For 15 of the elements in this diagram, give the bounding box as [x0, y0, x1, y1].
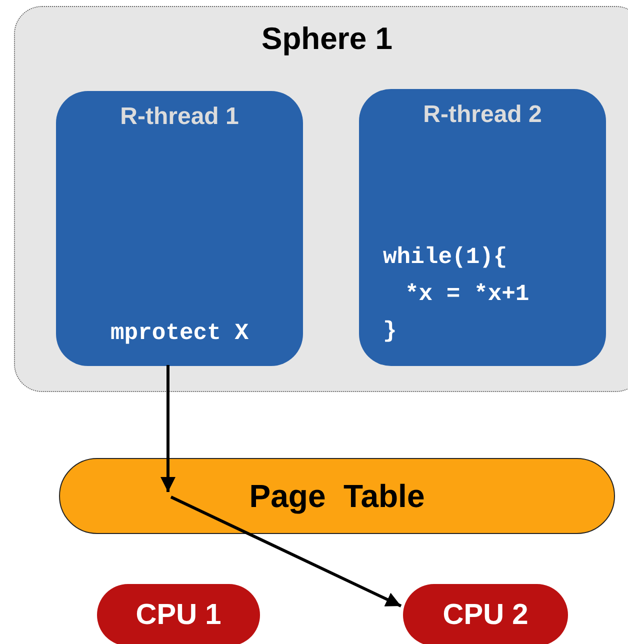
group-container	[14, 6, 628, 392]
thread-box	[56, 91, 303, 366]
code-line: }	[383, 317, 398, 346]
arrow	[160, 365, 176, 492]
thread-box	[359, 89, 606, 366]
code-line: *x = *x+1	[405, 280, 530, 309]
group-title: Sphere 1	[260, 21, 394, 57]
thread-title: R-thread 1	[119, 103, 240, 131]
arrow	[170, 496, 402, 608]
cpu-label: CPU 1	[136, 598, 222, 632]
thread-title: R-thread 2	[422, 101, 543, 129]
code-line: while(1){	[383, 243, 508, 272]
code-line: mprotect X	[109, 319, 250, 348]
cpu-label: CPU 2	[442, 598, 528, 632]
table-label: Page Table	[249, 478, 425, 514]
